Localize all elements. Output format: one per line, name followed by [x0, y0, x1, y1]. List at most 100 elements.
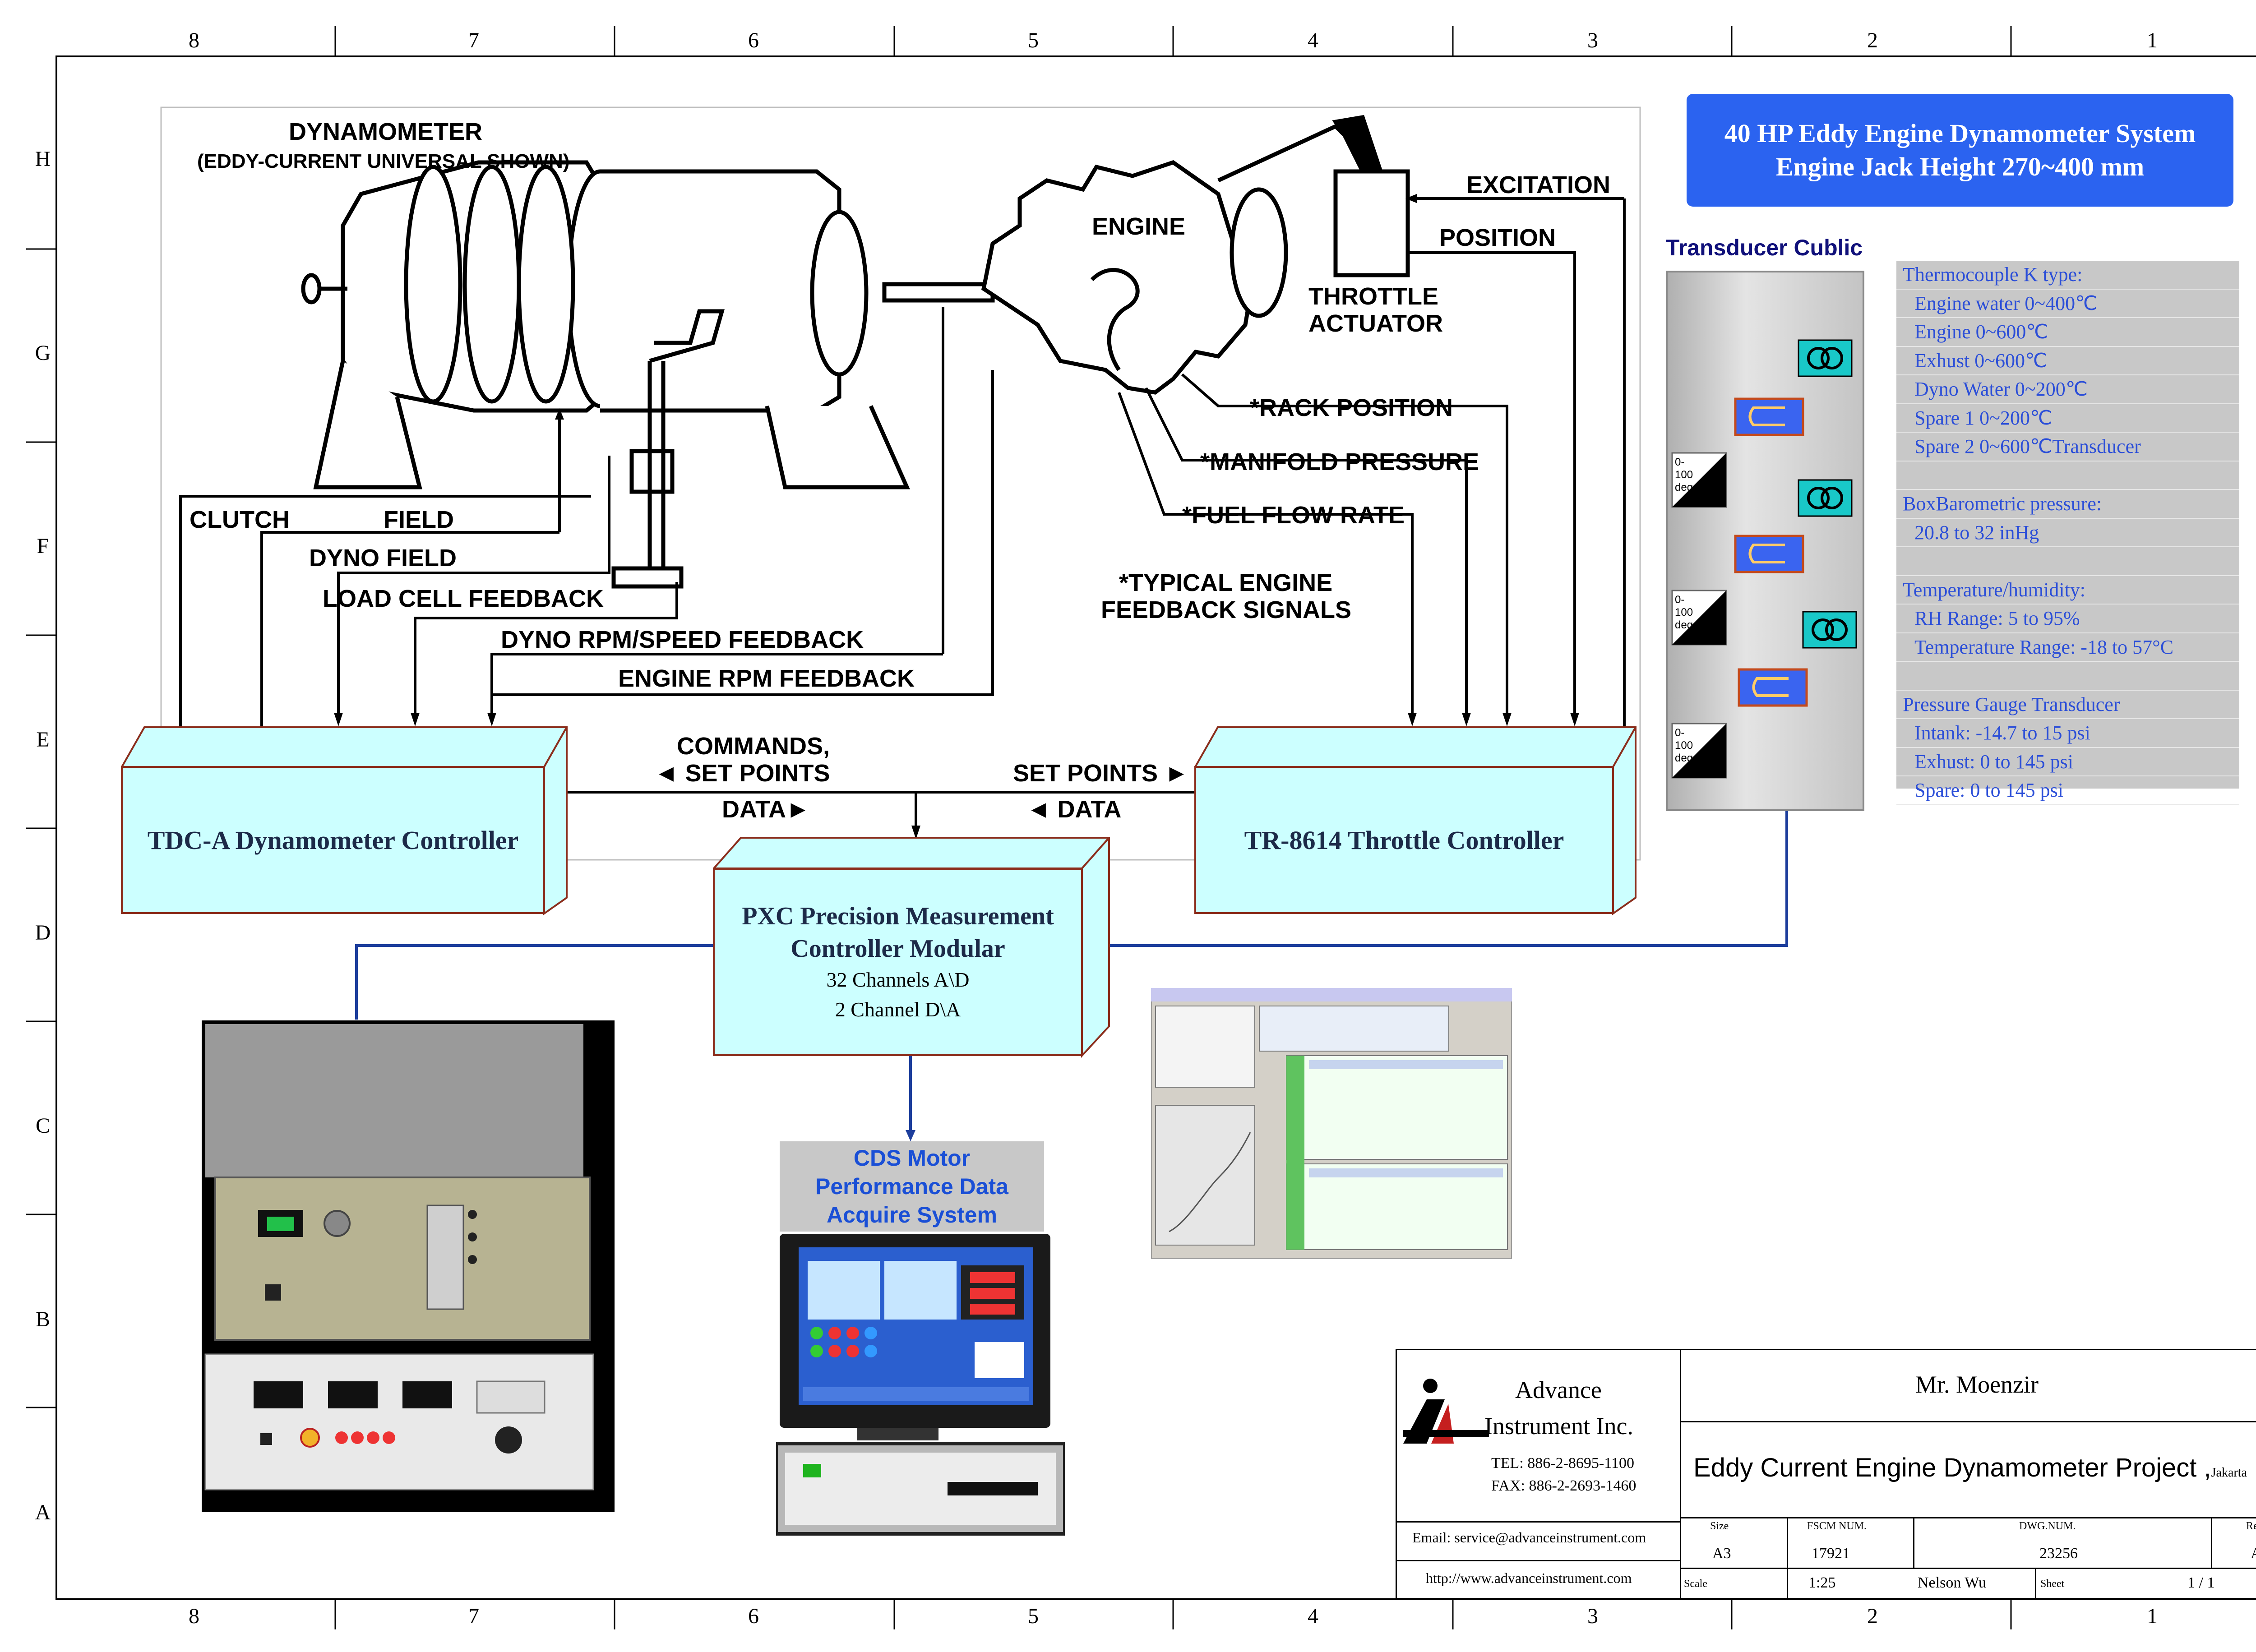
label-typical-engine: *TYPICAL ENGINE — [1119, 569, 1332, 596]
label-load-cell-feedback: LOAD CELL FEEDBACK — [323, 585, 604, 612]
spec-row: Temperature/humidity: — [1896, 576, 2239, 605]
spec-row — [1896, 547, 2239, 576]
humidity-sensor-icon — [1798, 339, 1857, 649]
tr-controller[interactable]: TR-8614 Throttle Controller — [1194, 766, 1614, 914]
pxc-box-3d — [713, 837, 1110, 1058]
cds-monitor-photo — [776, 1234, 1065, 1536]
pxc-channels-da: 2 Channel D\A — [835, 998, 961, 1021]
label-data-right: ◄ DATA — [1026, 796, 1121, 823]
pxc-title-line2: Controller Modular — [791, 935, 1005, 963]
zone-row-a-left: A — [35, 1500, 51, 1524]
project-name: Eddy Current Engine Dynamometer Project … — [1693, 1453, 2211, 1482]
zone-row-e-left: E — [36, 728, 50, 752]
spec-row: RH Range: 5 to 95% — [1896, 605, 2239, 633]
tdc-hardware-photo — [202, 1020, 615, 1512]
rev-label: Rev — [2246, 1520, 2256, 1532]
zone-row-g-left: G — [35, 341, 51, 365]
pxc-channels-ad: 32 Channels A\D — [826, 968, 970, 991]
dwg-label: DWG.NUM. — [2019, 1520, 2076, 1532]
label-manifold-pressure: *MANIFOLD PRESSURE — [1200, 448, 1479, 475]
label-field: FIELD — [384, 506, 454, 533]
gauge-1-unit: deg — [1675, 481, 1693, 494]
system-title: 40 HP Eddy Engine Dynamometer System — [1724, 119, 2196, 148]
label-engine: ENGINE — [1092, 213, 1185, 240]
spec-row: Pressure Gauge Transducer — [1896, 691, 2239, 719]
company-email: Email: service@advanceinstrument.com — [1412, 1529, 1646, 1546]
spec-row — [1896, 662, 2239, 691]
label-rack-position: *RACK POSITION — [1250, 394, 1453, 421]
throttle-actuator-illustration — [1332, 115, 1410, 277]
label-fuel-flow-rate: *FUEL FLOW RATE — [1182, 502, 1405, 529]
spec-row: Temperature Range: -18 to 57°C — [1896, 633, 2239, 662]
project-location: Jakarta — [2211, 1466, 2247, 1480]
spec-row: BoxBarometric pressure: — [1896, 490, 2239, 519]
system-subtitle: Engine Jack Height 270~400 mm — [1775, 152, 2145, 181]
label-commands: COMMANDS, — [677, 733, 830, 760]
zone-col-4-top: 4 — [1308, 28, 1318, 52]
label-excitation: EXCITATION — [1466, 171, 1610, 198]
scale-value: 1:25 — [1808, 1574, 1836, 1591]
gauge-2-range: 0- — [1675, 594, 1684, 606]
pxc-controller[interactable]: PXC Precision Measurement Controller Mod… — [713, 868, 1083, 1056]
spec-row: Intank: -14.7 to 15 psi — [1896, 719, 2239, 748]
spec-row: 20.8 to 32 inHg — [1896, 519, 2239, 547]
company-name-line1: Advance — [1515, 1376, 1602, 1403]
sheet-label: Sheet — [2040, 1578, 2065, 1590]
system-title-box: 40 HP Eddy Engine Dynamometer System Eng… — [1687, 94, 2233, 207]
cds-line2: Performance Data — [815, 1173, 1008, 1199]
size-value: A3 — [1712, 1545, 1731, 1562]
label-feedback-signals: FEEDBACK SIGNALS — [1101, 596, 1351, 623]
label-clutch: CLUTCH — [190, 506, 290, 533]
gauge-1-range-max: 100 — [1675, 469, 1693, 481]
zone-col-2-bottom: 2 — [1867, 1604, 1878, 1628]
company-tel: TEL: 886-2-8695-1100 — [1491, 1455, 1634, 1472]
spec-row: Dyno Water 0~200℃ — [1896, 375, 2239, 404]
tr-controller-label: TR-8614 Throttle Controller — [1244, 825, 1564, 855]
zone-col-1-top: 1 — [2147, 28, 2158, 52]
zone-col-7-top: 7 — [468, 28, 479, 52]
gauge-1-range: 0- — [1675, 456, 1684, 468]
dynamometer-illustration — [301, 160, 995, 589]
zone-col-1-bottom: 1 — [2147, 1604, 2158, 1628]
zone-col-6-bottom: 6 — [748, 1604, 759, 1628]
zone-col-6-top: 6 — [748, 28, 759, 52]
spec-row: Spare: 0 to 145 psi — [1896, 776, 2239, 805]
sheet-value: 1 / 1 — [2187, 1574, 2215, 1591]
zone-row-b-left: B — [35, 1307, 50, 1331]
zone-col-3-bottom: 3 — [1587, 1604, 1598, 1628]
company-fax: FAX: 886-2-2693-1460 — [1491, 1477, 1637, 1494]
zone-col-5-top: 5 — [1028, 28, 1039, 52]
zone-row-h-left: H — [35, 147, 51, 171]
spec-row: Engine 0~600℃ — [1896, 318, 2239, 347]
software-screenshot — [1151, 988, 1512, 1259]
cds-system-box[interactable]: CDS Motor Performance Data Acquire Syste… — [780, 1141, 1044, 1232]
gauge-2-range-max: 100 — [1675, 606, 1693, 618]
label-actuator: ACTUATOR — [1308, 310, 1443, 337]
dwg-value: 23256 — [2039, 1545, 2078, 1562]
spec-row: Exhust: 0 to 145 psi — [1896, 748, 2239, 776]
tdc-controller[interactable]: TDC-A Dynamometer Controller — [121, 766, 545, 914]
label-dynamometer-subtitle: (EDDY-CURRENT UNIVERSAL SHOWN) — [197, 150, 569, 172]
fscm-value: 17921 — [1812, 1545, 1850, 1562]
label-dyno-field: DYNO FIELD — [309, 545, 457, 572]
label-engine-rpm-feedback: ENGINE RPM FEEDBACK — [618, 665, 915, 692]
zone-row-d-left: D — [35, 921, 51, 945]
signal-lines — [179, 197, 1626, 830]
tdc-controller-label: TDC-A Dynamometer Controller — [147, 825, 519, 855]
tdc-box-3d — [121, 726, 568, 915]
zone-col-8-top: 8 — [189, 28, 199, 52]
label-position: POSITION — [1439, 224, 1556, 251]
spec-row: Exhust 0~600℃ — [1896, 347, 2239, 375]
spec-row: Thermocouple K type: — [1896, 261, 2239, 290]
company-name-line2: Instrument Inc. — [1484, 1412, 1633, 1440]
engine-illustration — [981, 124, 1364, 395]
fscm-label: FSCM NUM. — [1807, 1520, 1867, 1532]
label-dyno-rpm-feedback: DYNO RPM/SPEED FEEDBACK — [501, 626, 864, 653]
project-title: Eddy Current Engine Dynamometer Project … — [1693, 1453, 2247, 1483]
cds-line3: Acquire System — [827, 1202, 997, 1227]
transducer-title: Transducer Cublic — [1666, 235, 1863, 260]
label-set-points-left: ◄ SET POINTS — [654, 760, 830, 787]
company-url: http://www.advanceinstrument.com — [1426, 1570, 1632, 1586]
